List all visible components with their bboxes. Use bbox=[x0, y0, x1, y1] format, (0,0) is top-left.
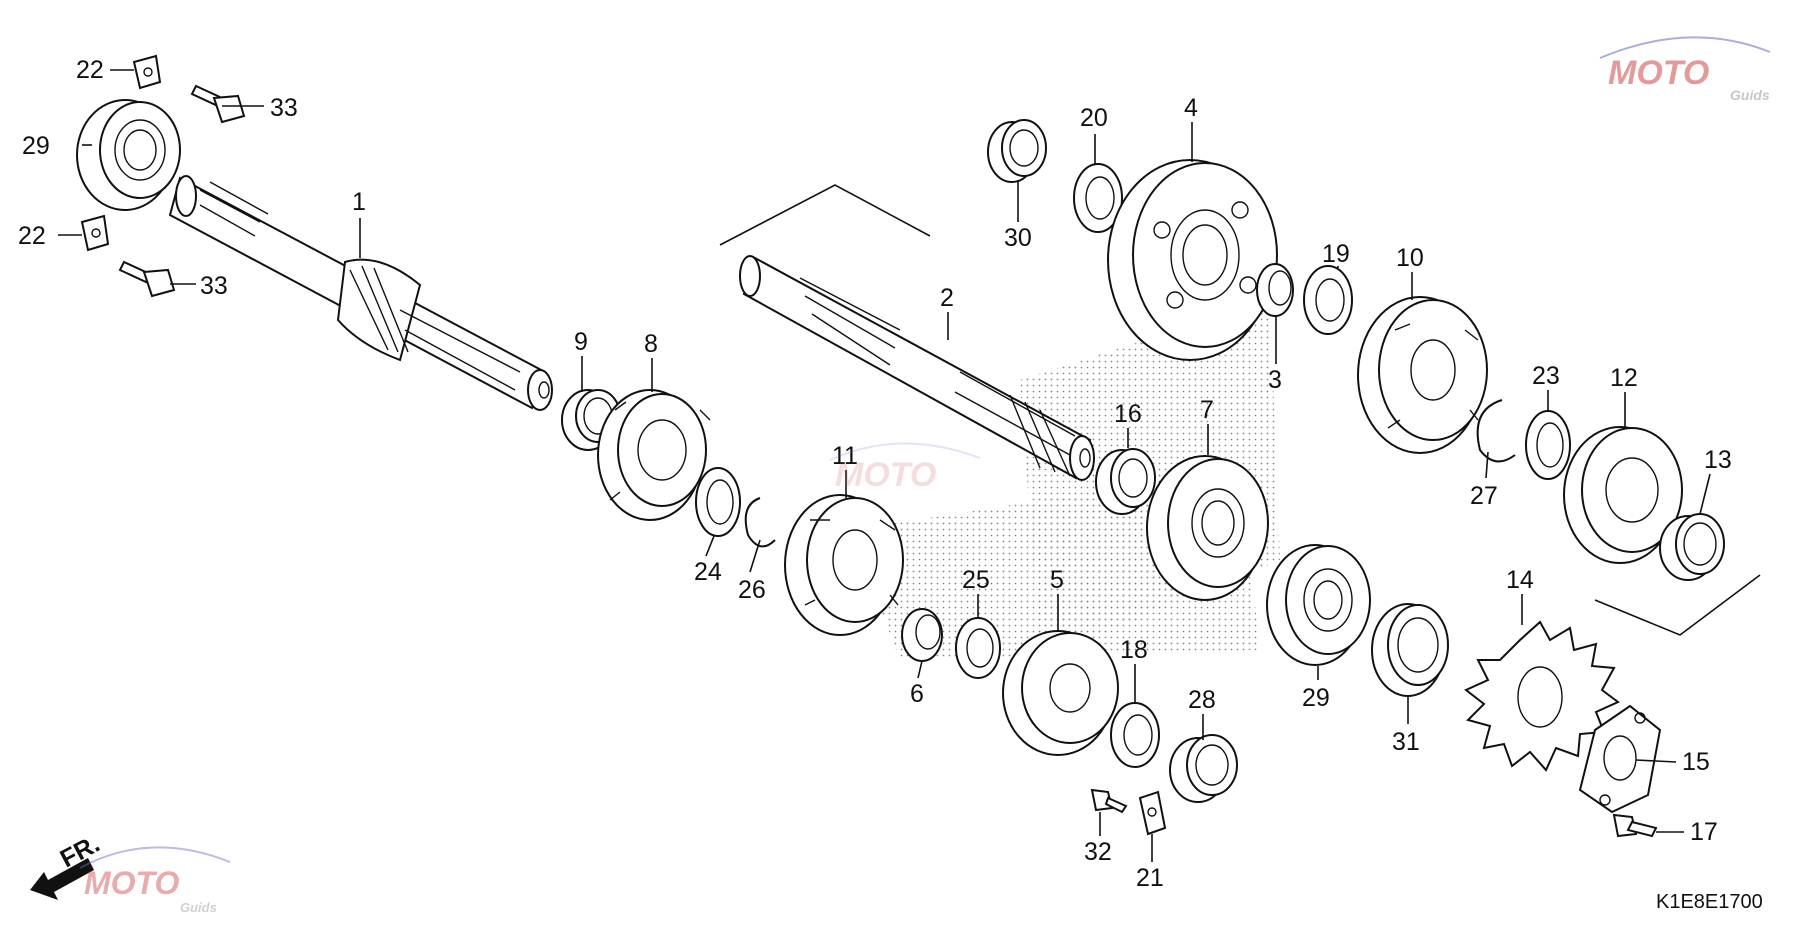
watermark-brand-center: MOTO bbox=[835, 456, 936, 494]
bearing-29-right bbox=[1266, 544, 1371, 666]
plate-15 bbox=[1578, 704, 1662, 814]
washer-19 bbox=[1303, 265, 1353, 335]
watermark-brand-top: MOTO bbox=[1608, 54, 1709, 92]
watermark-brand-bottom: MOTO bbox=[84, 865, 180, 901]
bolt-33-upper bbox=[190, 84, 246, 124]
circlip-27 bbox=[1476, 399, 1516, 463]
callout-7: 7 bbox=[1200, 396, 1214, 424]
callout-labels: 22 33 29 22 33 1 9 8 24 26 11 2 30 20 4 … bbox=[18, 56, 1732, 892]
washer-25 bbox=[955, 617, 1001, 679]
callout-11: 11 bbox=[832, 442, 858, 470]
callout-6: 6 bbox=[910, 680, 924, 708]
washer-24 bbox=[695, 467, 741, 537]
gear-12 bbox=[1563, 426, 1683, 564]
circlip-26 bbox=[744, 497, 776, 548]
callout-17: 17 bbox=[1690, 818, 1718, 846]
callout-5: 5 bbox=[1050, 566, 1064, 594]
callout-26: 26 bbox=[738, 576, 766, 604]
callout-32: 32 bbox=[1084, 838, 1112, 866]
clip-21 bbox=[1138, 790, 1167, 836]
needle-bearing-30 bbox=[987, 119, 1047, 183]
gear-8 bbox=[597, 389, 713, 521]
callout-25: 25 bbox=[962, 566, 990, 594]
callout-16: 16 bbox=[1114, 400, 1142, 428]
callout-12: 12 bbox=[1610, 364, 1638, 392]
washer-23 bbox=[1525, 410, 1571, 480]
callout-20: 20 bbox=[1080, 104, 1108, 132]
gear-4 bbox=[1107, 159, 1278, 361]
callout-30: 30 bbox=[1004, 224, 1032, 252]
moto-logo-center: MOTO bbox=[829, 442, 981, 494]
moto-logo-top: MOTO Guids bbox=[1599, 36, 1771, 103]
washer-18 bbox=[1110, 702, 1160, 768]
bolt-33-lower bbox=[118, 260, 176, 298]
callout-3: 3 bbox=[1268, 366, 1282, 394]
clip-22-lower bbox=[80, 214, 110, 252]
gear-7 bbox=[1146, 455, 1269, 601]
callout-31: 31 bbox=[1392, 728, 1420, 756]
gear-10 bbox=[1357, 296, 1488, 454]
bushing-6 bbox=[901, 608, 943, 662]
callout-28: 28 bbox=[1188, 686, 1216, 714]
bushing-16 bbox=[1095, 448, 1156, 515]
bolt-32 bbox=[1090, 788, 1128, 814]
watermark-sub-top: Guids bbox=[1730, 87, 1770, 103]
needle-bearing-28 bbox=[1169, 734, 1238, 803]
mainshaft-1 bbox=[168, 175, 553, 411]
callout-33-upper: 33 bbox=[270, 94, 298, 122]
callout-8: 8 bbox=[644, 330, 658, 358]
diagram-code: K1E8E1700 bbox=[1656, 891, 1763, 913]
countershaft-2 bbox=[739, 255, 1095, 481]
callout-27: 27 bbox=[1470, 482, 1498, 510]
callout-19: 19 bbox=[1322, 240, 1350, 268]
callout-1: 1 bbox=[352, 188, 366, 216]
callout-13: 13 bbox=[1704, 446, 1732, 474]
assembly-bracket bbox=[719, 184, 1761, 636]
callout-33-lower: 33 bbox=[200, 272, 228, 300]
callout-10: 10 bbox=[1396, 244, 1424, 272]
bolt-17 bbox=[1612, 813, 1658, 838]
callout-18: 18 bbox=[1120, 636, 1148, 664]
bearing-29-left bbox=[76, 99, 181, 211]
clip-22-upper bbox=[132, 54, 162, 90]
leader-lines bbox=[58, 69, 1711, 862]
callout-22-lower: 22 bbox=[18, 222, 46, 250]
callout-15: 15 bbox=[1682, 748, 1710, 776]
callout-22-upper: 22 bbox=[76, 56, 104, 84]
callout-2: 2 bbox=[940, 284, 954, 312]
sprocket-14 bbox=[1464, 620, 1620, 772]
gear-11 bbox=[784, 494, 904, 636]
oil-seal-31 bbox=[1371, 603, 1449, 697]
callout-29-left: 29 bbox=[22, 132, 50, 160]
callout-23: 23 bbox=[1532, 362, 1560, 390]
callout-29-right: 29 bbox=[1302, 684, 1330, 712]
bushing-3 bbox=[1256, 263, 1294, 317]
bushing-13 bbox=[1659, 513, 1725, 581]
washer-20 bbox=[1073, 163, 1123, 233]
moto-logo-bottom: MOTO Guids bbox=[79, 846, 231, 915]
callout-4: 4 bbox=[1184, 94, 1198, 122]
watermark-sub-bottom: Guids bbox=[180, 900, 217, 915]
callout-14: 14 bbox=[1506, 566, 1534, 594]
callout-21: 21 bbox=[1136, 864, 1164, 892]
callout-9: 9 bbox=[574, 328, 588, 356]
gear-5 bbox=[1002, 630, 1119, 756]
callout-24: 24 bbox=[694, 558, 722, 586]
